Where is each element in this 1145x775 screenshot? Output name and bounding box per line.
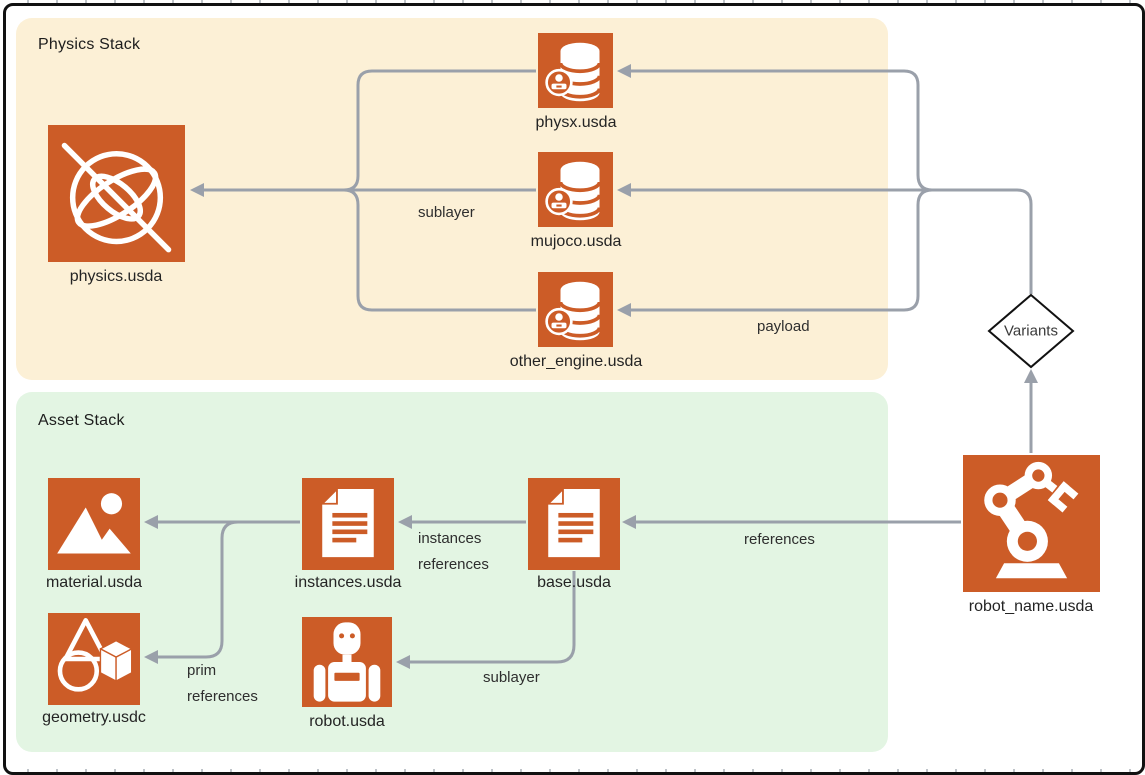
variants-node-label: Variants (1004, 322, 1058, 340)
node-other-engine-usda (538, 272, 613, 347)
physics-engine-icon (61, 142, 172, 253)
node-label-other-engine: other_engine.usda (509, 353, 643, 370)
robot-arm-icon (984, 461, 1079, 579)
asset-stack-title: Asset Stack (38, 412, 125, 429)
edge-label-prim-references: prim references (187, 662, 258, 705)
document-icon (320, 486, 374, 558)
document-icon (546, 486, 600, 558)
edge-label-sublayer-asset: sublayer (483, 669, 540, 686)
database-user-icon (545, 281, 602, 341)
database-user-icon (545, 161, 602, 221)
node-robot-usda (302, 617, 392, 707)
edge-label-instances-references: instances references (418, 530, 489, 573)
edge-label-payload: payload (757, 318, 810, 335)
humanoid-robot-icon (313, 622, 381, 702)
node-label-physx: physx.usda (535, 114, 617, 131)
node-label-material: material.usda (45, 574, 143, 591)
database-user-icon (545, 42, 602, 102)
node-mujoco-usda (538, 152, 613, 227)
node-label-base: base.usda (537, 574, 611, 591)
node-robot-name-usda (963, 455, 1100, 592)
node-geometry-usdc (48, 613, 140, 705)
node-label-instances: instances.usda (294, 574, 402, 591)
node-label-robot-name: robot_name.usda (968, 598, 1094, 615)
shapes-icon (57, 618, 133, 692)
edge-label-references: references (744, 531, 815, 548)
node-physx-usda (538, 33, 613, 108)
node-instances-usda (302, 478, 394, 570)
physics-stack-title: Physics Stack (38, 36, 141, 53)
node-label-robot: robot.usda (309, 713, 385, 730)
node-label-physics: physics.usda (69, 268, 163, 285)
image-icon (57, 493, 131, 554)
node-label-mujoco: mujoco.usda (530, 233, 622, 250)
node-physics-usda (48, 125, 185, 262)
node-base-usda (528, 478, 620, 570)
node-label-geometry: geometry.usdc (42, 709, 146, 726)
edge-label-sublayer-physics: sublayer (418, 204, 475, 221)
node-material-usda (48, 478, 140, 570)
diagram-frame-border (3, 3, 1145, 775)
